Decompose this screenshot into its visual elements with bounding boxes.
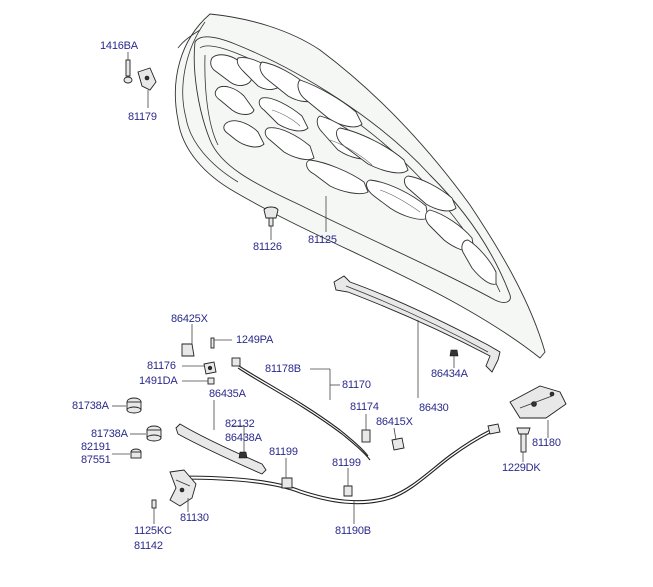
- label-1229DK[interactable]: 1229DK: [502, 462, 541, 474]
- label-81179[interactable]: 81179: [128, 111, 157, 123]
- bumper-81179: [137, 67, 157, 91]
- label-81126[interactable]: 81126: [253, 241, 282, 253]
- label-87551[interactable]: 87551: [81, 454, 111, 466]
- label-1416BA[interactable]: 1416BA: [100, 40, 138, 52]
- label-81142[interactable]: 81142: [134, 540, 163, 552]
- label-81176[interactable]: 81176: [147, 360, 176, 372]
- screw-1491DA: [207, 377, 215, 385]
- label-86434A[interactable]: 86434A: [431, 368, 468, 380]
- screw-1249PA: [210, 337, 215, 349]
- hood-latch-81180: [509, 385, 567, 419]
- label-81130[interactable]: 81130: [180, 512, 209, 524]
- clip-86434A: [449, 349, 459, 357]
- bumper-81738A-lower: [146, 425, 162, 442]
- clip-86438A: [238, 451, 248, 459]
- label-82191[interactable]: 82191: [81, 441, 111, 453]
- release-lever-81130: [169, 469, 197, 507]
- label-1249PA[interactable]: 1249PA: [236, 334, 274, 346]
- label-81178B[interactable]: 81178B: [265, 363, 301, 375]
- label-86438A[interactable]: 86438A: [225, 432, 262, 444]
- grommet-86425X: [181, 343, 195, 357]
- label-86415X[interactable]: 86415X: [376, 416, 413, 428]
- bumper-81738A-upper: [126, 397, 142, 414]
- bumper-81126: [263, 206, 279, 227]
- label-81170[interactable]: 81170: [342, 379, 371, 391]
- label-81738A-upper[interactable]: 81738A: [72, 400, 109, 412]
- bolt-1229DK: [516, 427, 531, 453]
- screw-1125KC: [151, 499, 157, 509]
- bolt-1416BA: [123, 59, 133, 84]
- label-82132[interactable]: 82132: [225, 418, 255, 430]
- hood-stay-rod-81170: [231, 357, 371, 461]
- label-86435A[interactable]: 86435A: [209, 388, 246, 400]
- hood-weatherstrip-86430: [333, 275, 501, 373]
- label-81180[interactable]: 81180: [532, 437, 561, 449]
- label-81199-left[interactable]: 81199: [269, 446, 298, 458]
- bumper-82191: [130, 448, 142, 459]
- label-81199-right[interactable]: 81199: [332, 457, 361, 469]
- label-81190B[interactable]: 81190B: [335, 525, 371, 537]
- clip-81176: [203, 361, 217, 375]
- leader-lines: [112, 52, 549, 524]
- clip-81199-left: [281, 477, 293, 489]
- seal-strip-82132: [175, 423, 267, 475]
- label-86430[interactable]: 86430: [419, 402, 449, 414]
- clip-81199-right: [343, 485, 353, 497]
- label-81738A-lower[interactable]: 81738A: [91, 428, 128, 440]
- label-1491DA[interactable]: 1491DA: [139, 375, 178, 387]
- release-cable-81190B: [179, 423, 501, 505]
- label-86425X[interactable]: 86425X: [171, 313, 208, 325]
- label-1125KC[interactable]: 1125KC: [134, 525, 172, 537]
- label-81174[interactable]: 81174: [350, 401, 379, 413]
- label-81125[interactable]: 81125: [308, 234, 337, 246]
- grommet-86415X: [391, 437, 405, 451]
- clip-81174: [361, 429, 371, 443]
- hood-inner-panel: [193, 36, 511, 303]
